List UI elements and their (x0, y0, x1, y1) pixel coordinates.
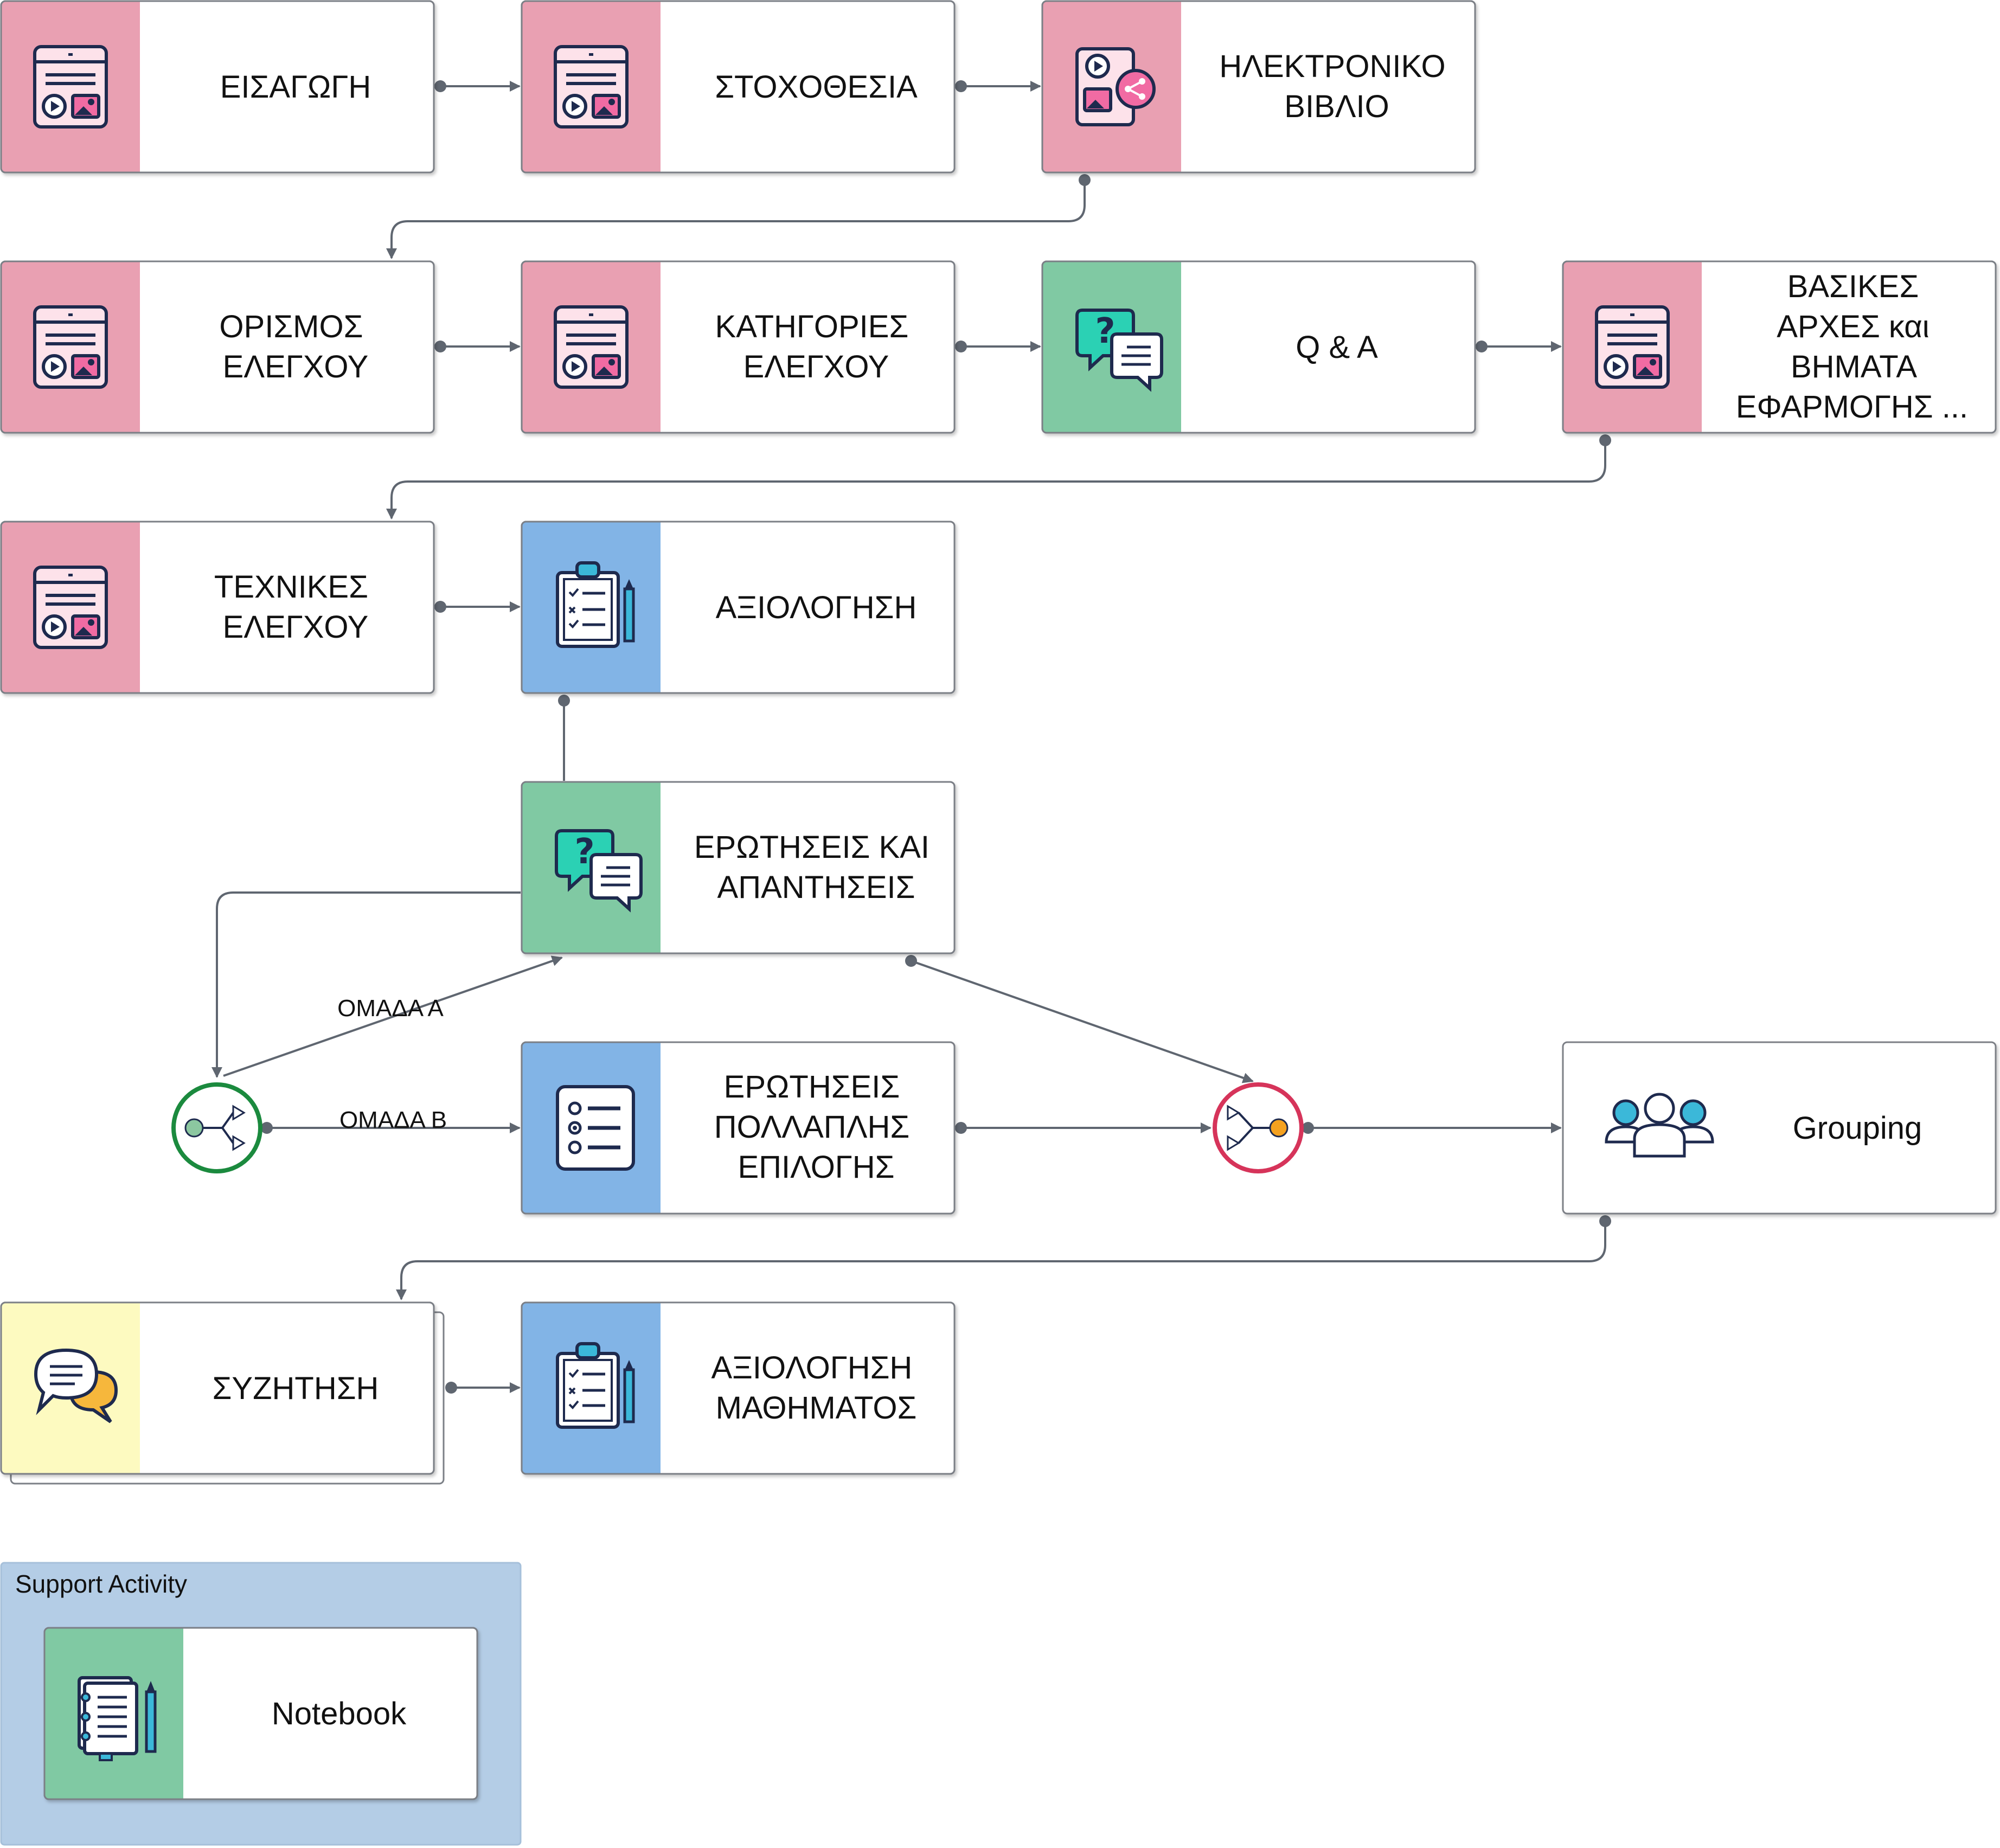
activity-node-categories[interactable]: ΚΑΤΗΓΟΡΙΕΣ ΕΛΕΓΧΟΥ (521, 260, 956, 434)
activity-label: ΒΑΣΙΚΕΣ ΑΡΧΕΣ και ΒΗΜΑΤΑ ΕΦΑΡΜΟΓΗΣ ... (1736, 269, 1968, 425)
activity-node-qa[interactable]: ? Q & A (1041, 260, 1476, 434)
activity-label: ΤΕΧΝΙΚΕΣ ΕΛΕΓΧΟΥ (214, 569, 377, 645)
people-group-icon (1605, 1093, 1714, 1158)
media-page-icon (1595, 305, 1670, 389)
activity-node-principles[interactable]: ΒΑΣΙΚΕΣ ΑΡΧΕΣ και ΒΗΜΑΤΑ ΕΦΑΡΜΟΓΗΣ ... (1562, 260, 1997, 434)
option-list-icon (556, 1085, 635, 1171)
edge-qa2-join[interactable] (911, 960, 1254, 1083)
activity-label: ΕΡΩΤΗΣΕΙΣ ΚΑΙ ΑΠΑΝΤΗΣΕΙΣ (694, 830, 938, 905)
activity-node-notebook[interactable]: Notebook (43, 1627, 478, 1800)
question-chat-icon: ? (555, 829, 643, 913)
activity-node-assessment[interactable]: ΑΞΙΟΛΟΓΗΣΗ (521, 521, 956, 694)
shared-document-icon (1075, 47, 1156, 126)
activity-label: Notebook (272, 1696, 407, 1731)
media-page-icon (33, 305, 108, 389)
activity-node-techniques[interactable]: ΤΕΧΝΙΚΕΣ ΕΛΕΓΧΟΥ (0, 521, 435, 694)
activity-label: Q & A (1296, 330, 1378, 365)
activity-label: ΕΙΣΑΓΩΓΗ (220, 69, 371, 105)
activity-node-objectives[interactable]: ΣΤΟΧΟΘΕΣΙΑ (521, 0, 956, 174)
activity-label: ΑΞΙΟΛΟΓΗΣΗ (716, 590, 917, 625)
branch-split-icon (184, 1105, 246, 1151)
activity-label: ΗΛΕΚΤΡΟΝΙΚΟ ΒΙΒΛΙΟ (1219, 49, 1454, 124)
edge-grouping-discussion[interactable] (396, 1221, 1606, 1300)
support-activity-title: Support Activity (15, 1570, 187, 1598)
activity-node-discussion[interactable]: ΣΥΖΗΤΗΣΗ (0, 1301, 445, 1485)
activity-node-mcq[interactable]: ΕΡΩΤΗΣΕΙΣ ΠΟΛΛΑΠΛΗΣ ΕΠΙΛΟΓΗΣ (521, 1041, 956, 1215)
question-chat-icon: ? (1075, 309, 1163, 392)
activity-node-grouping[interactable]: Grouping (1562, 1041, 1997, 1215)
connector-source-dots (261, 80, 1611, 1394)
edge-label-group-a: ΟΜΑΔΑ Α (337, 995, 444, 1022)
clipboard-checklist-icon (556, 561, 635, 648)
activity-node-definition[interactable]: ΟΡΙΣΜΟΣ ΕΛΕΓΧΟΥ (0, 260, 435, 434)
edge-principles-techniques[interactable] (386, 440, 1606, 519)
edge-split-qa2[interactable] (223, 955, 563, 1077)
activity-label: Grouping (1793, 1111, 1922, 1146)
activity-label: ΟΡΙΣΜΟΣ ΕΛΕΓΧΟΥ (219, 309, 371, 384)
activity-label: ΣΤΟΧΟΘΕΣΙΑ (715, 69, 918, 105)
media-page-icon (554, 305, 629, 389)
merge-gate-join[interactable] (1213, 1082, 1304, 1173)
merge-join-icon (1227, 1105, 1289, 1151)
notebook-icon (78, 1676, 157, 1761)
activity-node-ebook[interactable]: ΗΛΕΚΤΡΟΝΙΚΟ ΒΙΒΛΙΟ (1041, 0, 1476, 174)
clipboard-checklist-icon (556, 1342, 635, 1429)
activity-label: ΚΑΤΗΓΟΡΙΕΣ ΕΛΕΓΧΟΥ (715, 309, 918, 384)
activity-label: ΑΞΙΟΛΟΓΗΣΗ ΜΑΘΗΜΑΤΟΣ (711, 1350, 921, 1426)
edge-label-group-b: ΟΜΑΔΑ Β (339, 1107, 447, 1133)
activity-node-course-eval[interactable]: ΑΞΙΟΛΟΓΗΣΗ ΜΑΘΗΜΑΤΟΣ (521, 1301, 956, 1475)
activity-label: ΕΡΩΤΗΣΕΙΣ ΠΟΛΛΑΠΛΗΣ ΕΠΙΛΟΓΗΣ (714, 1069, 919, 1185)
speech-bubbles-icon (34, 1348, 118, 1423)
activity-node-qa2[interactable]: ? ΕΡΩΤΗΣΕΙΣ ΚΑΙ ΑΠΑΝΤΗΣΕΙΣ (521, 781, 956, 954)
media-page-icon (33, 45, 108, 129)
branch-gate-split[interactable] (171, 1082, 262, 1173)
edge-ebook-definition[interactable] (386, 180, 1086, 259)
media-page-icon (33, 566, 108, 649)
media-page-icon (554, 45, 629, 129)
activity-node-intro[interactable]: ΕΙΣΑΓΩΓΗ (0, 0, 435, 174)
activity-label: ΣΥΖΗΤΗΣΗ (213, 1371, 379, 1406)
edge-qa2-split[interactable] (211, 891, 521, 1078)
connectors: ΟΜΑΔΑ Α ΟΜΑΔΑ Β (211, 80, 1611, 1394)
